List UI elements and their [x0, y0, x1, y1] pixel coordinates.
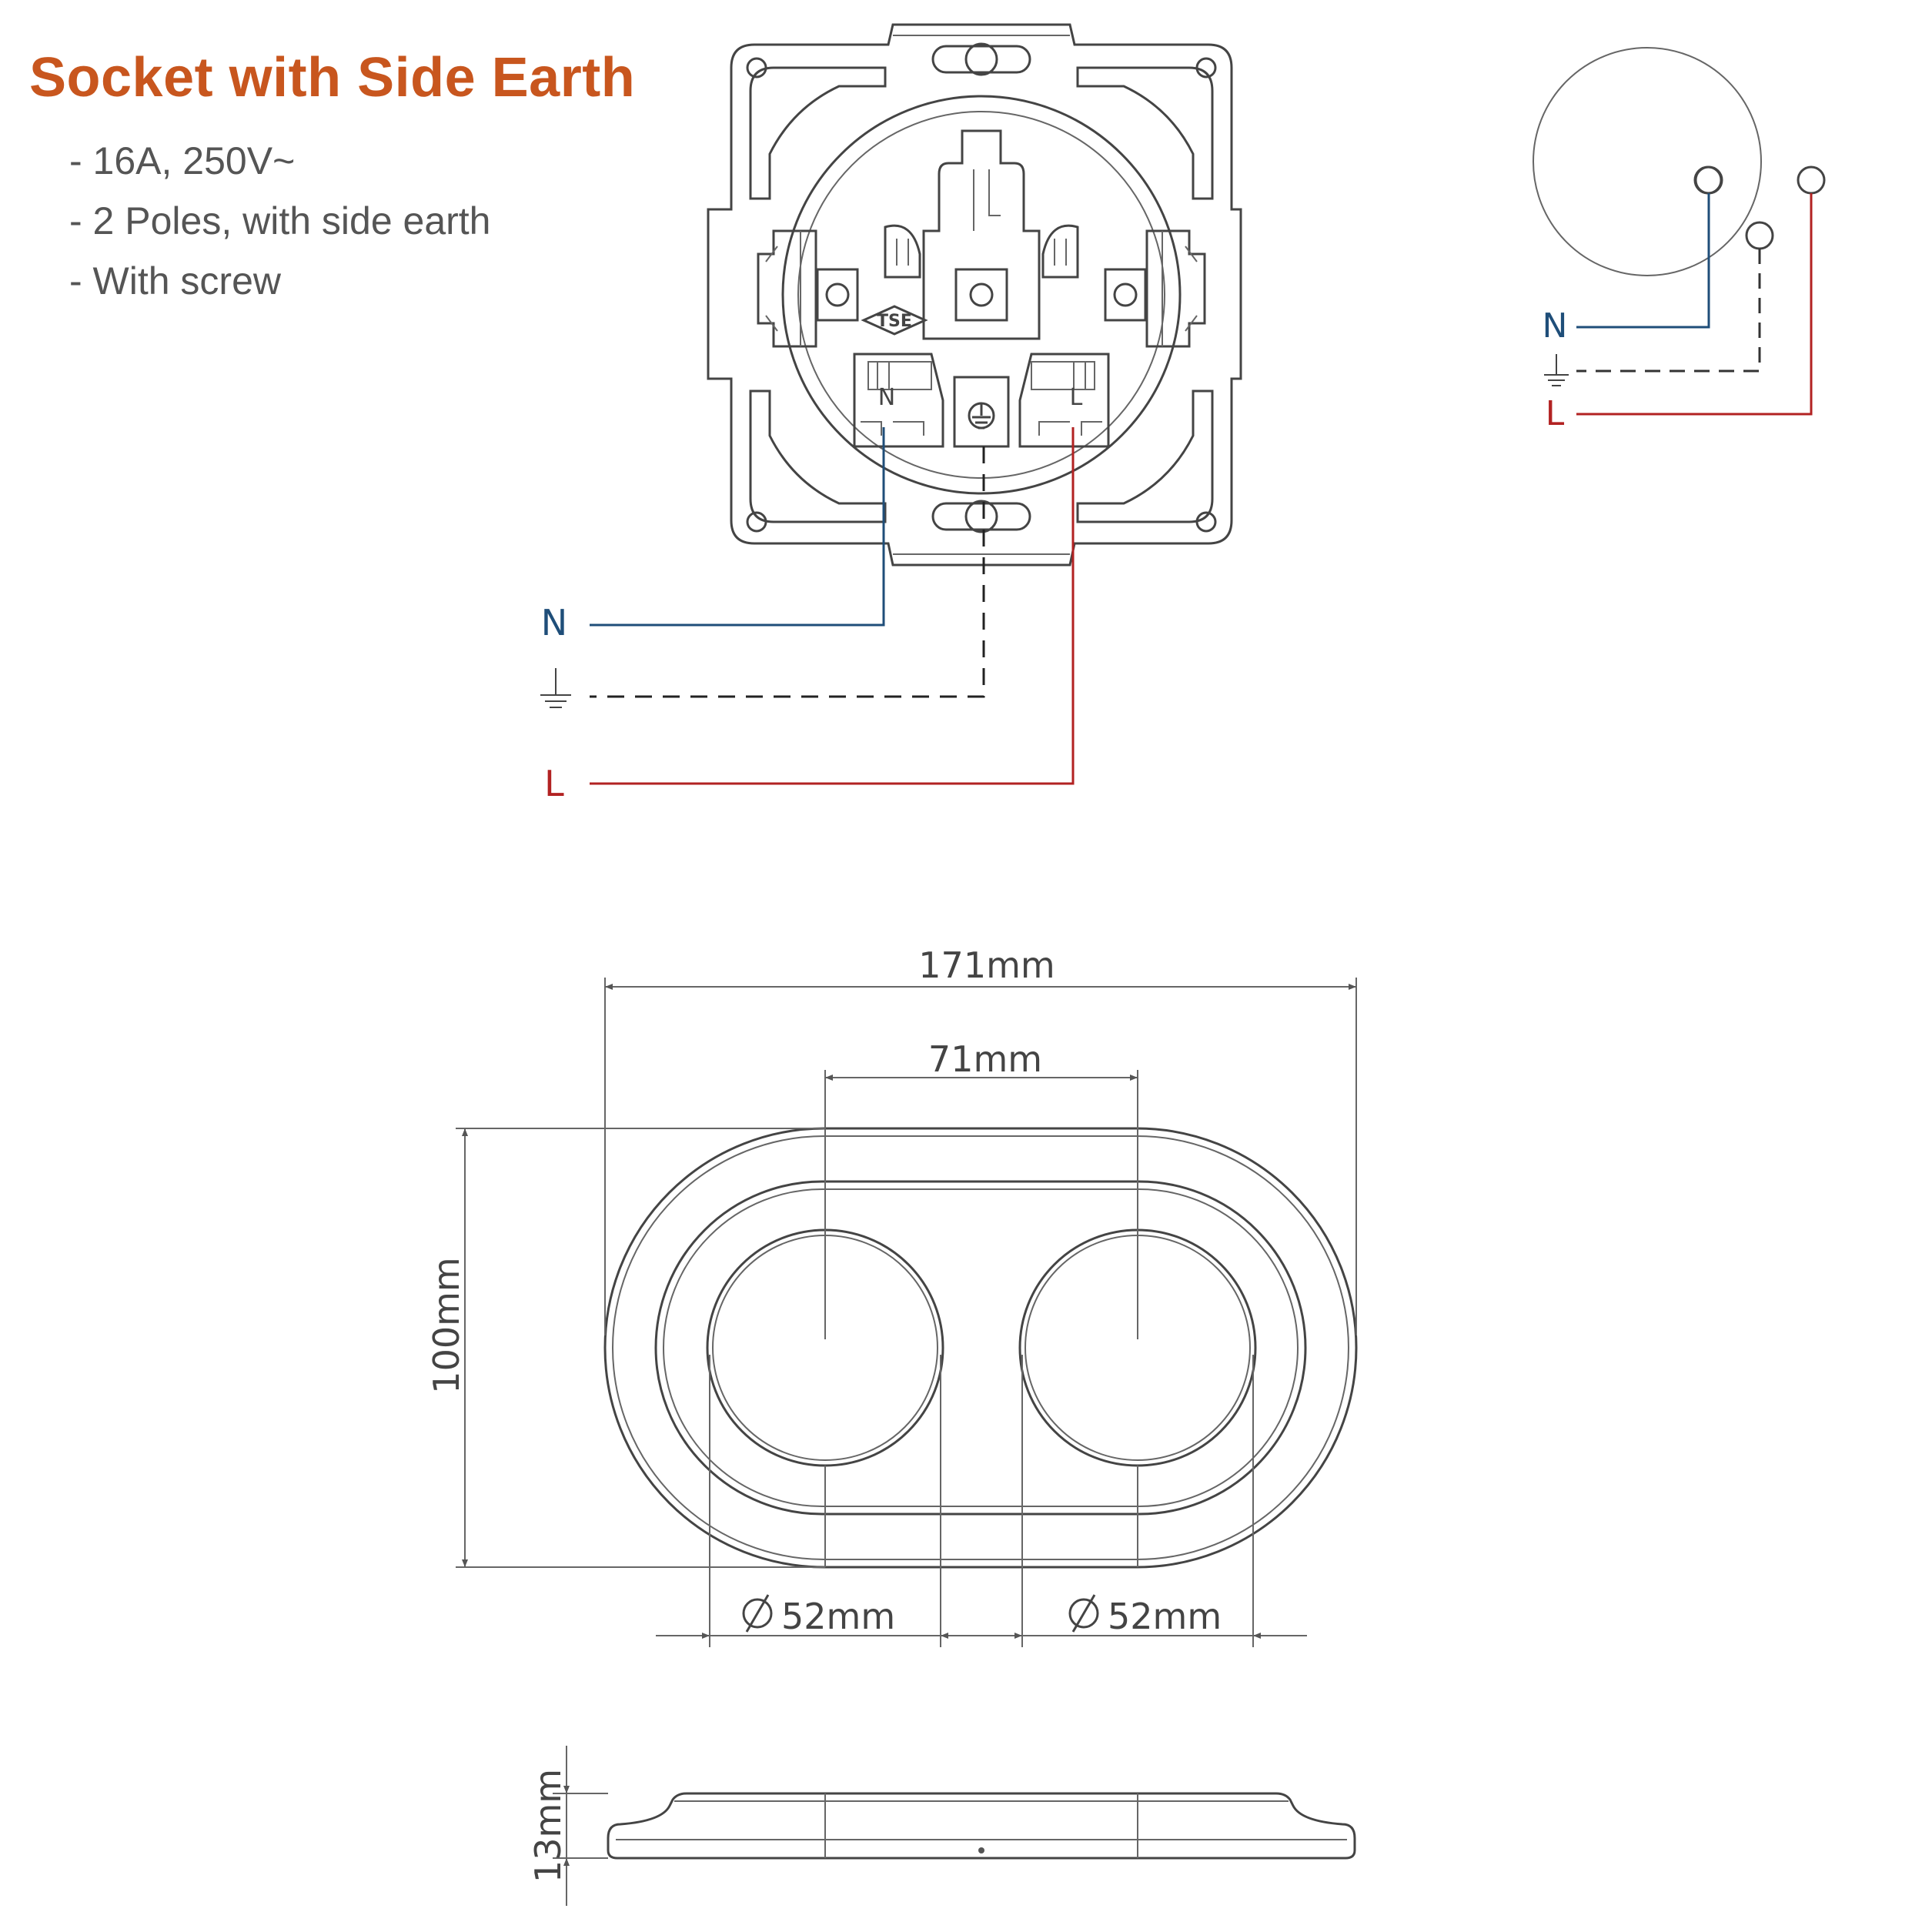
frame-inner: [654, 1180, 1307, 1516]
screw-icon: [1113, 282, 1138, 307]
diameter-icon: [742, 1594, 773, 1633]
neutral-wire: [590, 427, 885, 627]
schematic-live-wire: [1576, 193, 1813, 416]
page-title: Socket with Side Earth: [29, 47, 636, 109]
diameter-icon: [1068, 1594, 1099, 1633]
mounting-slot: [931, 45, 1031, 74]
pin-hole-1: [1694, 165, 1723, 195]
svg-text:N: N: [878, 384, 895, 411]
front-view: 171mm 71mm 100mm 52mm 52mm: [426, 944, 1358, 1647]
frame-outer: [603, 1127, 1358, 1569]
socket-body: [781, 95, 1182, 495]
pin-hole-3: [1797, 165, 1826, 195]
dim-thickness: 13mm: [527, 1769, 569, 1883]
dim-left-diameter: 52mm: [781, 1596, 895, 1637]
screw-icon: [825, 282, 850, 307]
earth-wire: [590, 446, 985, 698]
side-earth-contact-right: [1145, 229, 1206, 348]
frame-profile: [607, 1792, 1356, 1860]
schematic-neutral-wire: [1576, 193, 1710, 329]
svg-text:L: L: [1070, 384, 1083, 411]
wire-label-l: L: [544, 763, 564, 804]
schematic-label-l: L: [1546, 394, 1565, 433]
side-earth-contact-left: [757, 229, 817, 348]
spec-rating: - 16A, 250V~: [69, 139, 296, 182]
dim-center-distance: 71mm: [928, 1038, 1042, 1080]
wiring-diagram: N L: [540, 427, 1075, 804]
earth-icon: [1544, 354, 1569, 386]
socket-face-circle: [1533, 47, 1762, 276]
live-wire: [590, 427, 1075, 785]
terminal-n: N: [853, 353, 944, 448]
spec-poles: - 2 Poles, with side earth: [69, 199, 491, 242]
mounting-slot: [931, 502, 1031, 531]
svg-text:TSE: TSE: [877, 312, 912, 331]
socket-mechanism: TSE N L: [707, 23, 1242, 567]
screw-icon: [969, 282, 994, 307]
dim-right-diameter: 52mm: [1108, 1596, 1222, 1637]
terminal-earth: [953, 376, 1010, 448]
dim-height: 100mm: [426, 1257, 467, 1393]
pin-hole-2: [1745, 221, 1774, 250]
side-view: 13mm: [527, 1746, 1356, 1906]
dim-overall-width: 171mm: [918, 944, 1055, 986]
certification-mark: TSE: [861, 305, 928, 336]
mounting-plate: [707, 23, 1242, 567]
wire-label-n: N: [541, 602, 567, 643]
pin-schematic: N L: [1533, 47, 1826, 433]
earth-clip: [922, 129, 1041, 340]
terminal-l: L: [1018, 353, 1110, 448]
spec-screw: - With screw: [69, 259, 281, 303]
spec-list: - 16A, 250V~ - 2 Poles, with side earth …: [69, 131, 491, 311]
earth-icon: [540, 668, 571, 708]
schematic-label-n: N: [1543, 306, 1568, 346]
